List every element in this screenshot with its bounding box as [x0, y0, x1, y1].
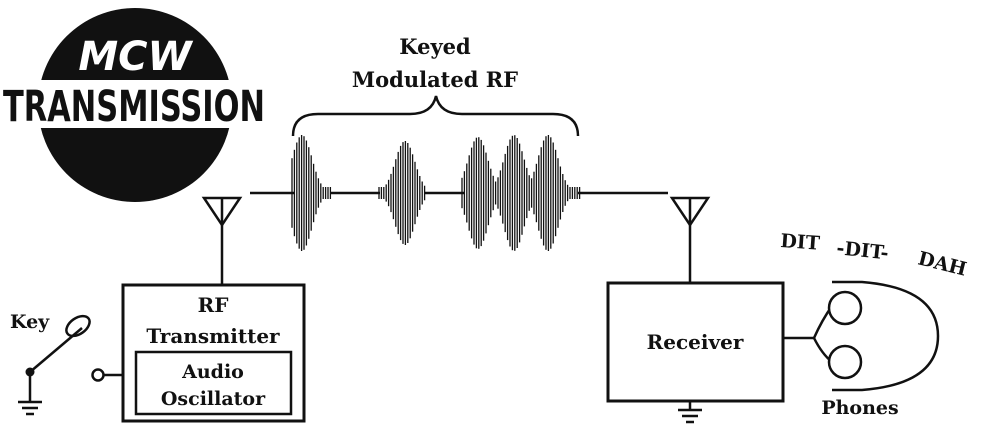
- logo: MCW TRANSMISSION: [0, 8, 268, 202]
- phones: [783, 280, 940, 392]
- morse-dah: DAH: [916, 248, 969, 281]
- logo-band: [0, 80, 268, 128]
- telegraph-key: [18, 314, 123, 416]
- rf-transmitter-box: [121, 283, 306, 423]
- logo-title-transmission: TRANSMISSION: [3, 82, 265, 132]
- oscillator-label-line2: Oscillator: [161, 388, 266, 410]
- earpiece-upper: [827, 290, 863, 326]
- receiver-ground: [678, 401, 702, 424]
- key-label: Key: [10, 311, 50, 333]
- oscillator-label-line1: Audio: [181, 361, 244, 383]
- transmitter-title-line1: RF: [198, 293, 229, 317]
- rf-transmitter: RF Transmitter Audio Oscillator: [121, 283, 306, 423]
- audio-oscillator-box: [134, 350, 293, 416]
- key-knob: [65, 314, 91, 338]
- receiver: Receiver: [606, 281, 785, 403]
- key-pivot: [25, 367, 35, 377]
- signal-label-line2: Modulated RF: [352, 67, 518, 92]
- earpiece-lower: [827, 344, 863, 380]
- transmit-antenna: [201, 196, 243, 285]
- signal-label-line1: Keyed: [399, 34, 471, 59]
- receive-antenna: [669, 196, 711, 283]
- transmitter-title-line2: Transmitter: [146, 324, 280, 348]
- phones-headband: [832, 280, 940, 392]
- receiver-label: Receiver: [647, 330, 744, 354]
- morse-dit-1: DIT: [780, 230, 821, 255]
- key-contact: [91, 368, 105, 382]
- key-lever: [29, 327, 83, 373]
- keyed-rf-bursts: [291, 135, 581, 251]
- logo-title-mcw: MCW: [78, 34, 193, 80]
- receiver-box: [606, 281, 785, 403]
- signal-brace: [291, 95, 580, 137]
- phones-label: Phones: [821, 397, 898, 419]
- morse-dit-2: -DIT-: [835, 237, 889, 264]
